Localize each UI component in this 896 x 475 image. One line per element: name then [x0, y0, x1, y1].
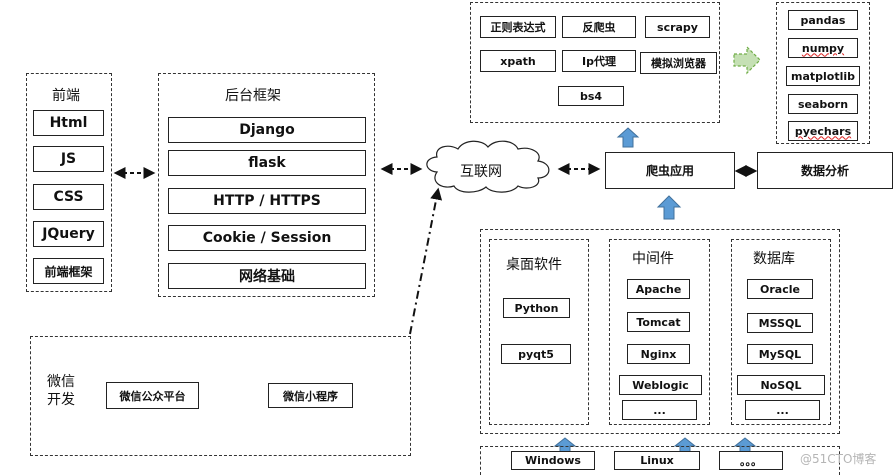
analysis-libs-group: [776, 2, 870, 144]
up-arrow-to-tools: [616, 127, 640, 148]
desktop-title: 桌面软件: [506, 257, 562, 273]
database-item-mysql: MySQL: [747, 344, 813, 364]
crawler-tools-group: [470, 2, 720, 123]
up-arrow-to-crawler: [656, 195, 682, 220]
lib-pyechars: pyechars: [788, 121, 858, 141]
os-others: 。。。: [719, 451, 783, 470]
middleware-title: 中间件: [632, 251, 674, 267]
desktop-item-pyqt5: pyqt5: [501, 344, 571, 364]
lib-seaborn: seaborn: [788, 94, 858, 114]
desktop-item-python: Python: [503, 298, 570, 318]
tool-bs4: bs4: [558, 86, 624, 106]
database-item-oracle: Oracle: [747, 279, 813, 299]
wechat-mini-program: 微信小程序: [268, 383, 353, 408]
backend-item-flask: flask: [168, 150, 366, 176]
wechat-title-line2: 开发: [47, 392, 75, 408]
middleware-item-nginx: Nginx: [627, 344, 690, 364]
backend-item-cookie-session: Cookie / Session: [168, 225, 366, 251]
frontend-title: 前端: [52, 88, 80, 104]
lib-numpy-label: numpy: [801, 41, 845, 55]
watermark: @51CTO博客: [800, 452, 877, 466]
middleware-item-apache: Apache: [627, 279, 690, 299]
wechat-title-line1: 微信: [47, 374, 75, 390]
database-item-more: ...: [745, 400, 820, 420]
database-group: [731, 239, 831, 425]
frontend-item-framework: 前端框架: [33, 258, 104, 284]
backend-item-http: HTTP / HTTPS: [168, 188, 366, 214]
database-item-mssql: MSSQL: [747, 313, 813, 333]
os-group: [480, 446, 840, 475]
crawler-app-box: 爬虫应用: [605, 152, 735, 189]
wechat-official-account: 微信公众平台: [106, 382, 199, 409]
tool-ip-proxy: Ip代理: [562, 50, 636, 72]
internet-label: 互联网: [460, 164, 502, 180]
lib-pyechars-label: pyechars: [794, 124, 852, 138]
desktop-group: [489, 239, 589, 425]
database-item-nosql: NoSQL: [737, 375, 825, 395]
lib-matplotlib: matplotlib: [786, 66, 860, 86]
wechat-group: [30, 336, 411, 456]
tool-anti-crawler: 反爬虫: [562, 16, 636, 38]
tool-regex: 正则表达式: [480, 16, 556, 38]
os-windows: Windows: [511, 451, 595, 470]
tool-xpath: xpath: [480, 50, 556, 72]
lib-numpy: numpy: [788, 38, 858, 58]
data-analysis-box: 数据分析: [757, 152, 893, 189]
internet-cloud-shape: [426, 140, 550, 193]
database-title: 数据库: [753, 251, 795, 267]
middleware-item-tomcat: Tomcat: [627, 312, 690, 332]
os-linux: Linux: [614, 451, 700, 470]
middleware-group: [609, 239, 710, 425]
frontend-group: [26, 73, 112, 292]
lib-pandas: pandas: [788, 10, 858, 30]
tool-scrapy: scrapy: [645, 16, 710, 38]
frontend-item-jquery: JQuery: [33, 221, 104, 247]
platform-group: [480, 229, 840, 434]
middleware-item-weblogic: Weblogic: [619, 375, 702, 395]
frontend-item-html: Html: [33, 110, 104, 136]
backend-title: 后台框架: [225, 88, 281, 104]
middleware-item-more: ...: [622, 400, 697, 420]
frontend-item-js: JS: [33, 146, 104, 172]
frontend-item-css: CSS: [33, 184, 104, 210]
backend-item-django: Django: [168, 117, 366, 143]
backend-group: [158, 73, 375, 297]
wechat-internet-arrow: [409, 187, 443, 335]
backend-item-network-basics: 网络基础: [168, 263, 366, 289]
tool-browser-sim: 模拟浏览器: [640, 52, 717, 74]
tools-to-libs-arrow: [733, 45, 761, 75]
